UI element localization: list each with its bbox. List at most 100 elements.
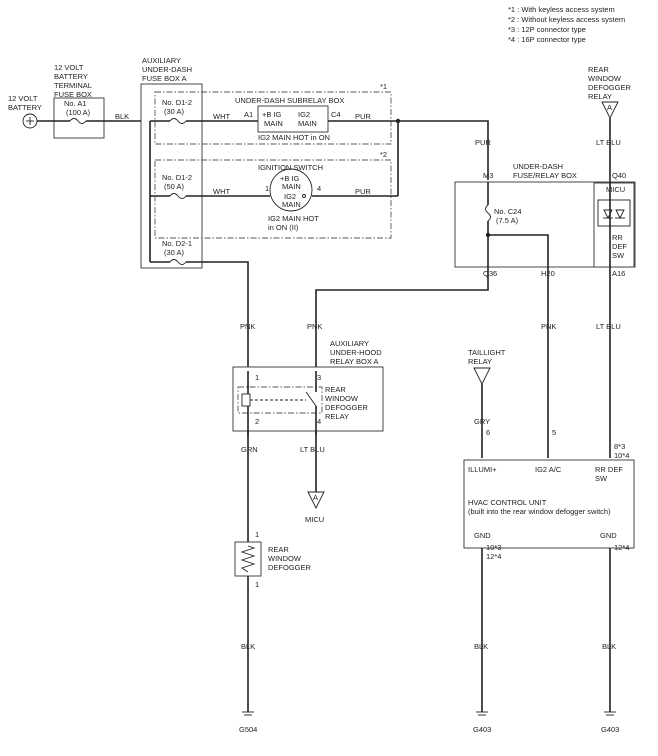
subrelay-relay-box <box>257 105 329 133</box>
ignition-inner-2: MAIN <box>282 182 301 191</box>
adfb-fuse2-rating: (50 A) <box>164 182 185 191</box>
hvac-rrdef-2: SW <box>595 474 608 483</box>
wire-blk-g403b-label: BLK <box>602 642 616 651</box>
hvac-subtitle: (built into the rear window defogger swi… <box>468 507 611 516</box>
hvac-rrdef-1: RR DEF <box>595 465 623 474</box>
tfb-label-2: BATTERY <box>54 72 88 81</box>
micu-connector: A <box>313 493 318 502</box>
defogger-label-2: WINDOW <box>268 554 302 563</box>
rwdr-label-4: RELAY <box>588 92 612 101</box>
relay-switch-icon <box>305 391 317 407</box>
auhr-label-3: RELAY BOX A <box>330 357 379 366</box>
note-1: *1 : With keyless access system <box>508 5 615 14</box>
taillight-relay-icon <box>473 367 491 386</box>
hvac-gnd1-pin-b: 12*4 <box>486 552 501 561</box>
ignition-caption-1: IG2 MAIN HOT <box>268 214 319 223</box>
fuse-icon <box>169 259 187 265</box>
udfr-pin-q40: Q40 <box>612 171 626 180</box>
udfr-fuse-rating: (7.5 A) <box>496 216 519 225</box>
wire-blk-g403a-label: BLK <box>474 642 488 651</box>
udfr-fuse-name: No. C24 <box>494 207 522 216</box>
subrelay-box-border <box>154 91 392 145</box>
subrelay-title: UNDER-DASH SUBRELAY BOX <box>235 96 344 105</box>
udfr-pin-q36: Q36 <box>483 269 497 278</box>
wire-pnk2-label: PNK <box>307 322 322 331</box>
hvac-gnd-1: GND <box>474 531 491 540</box>
wire-pnk-1 <box>186 261 249 371</box>
auhr-label-2: UNDER-HOOD <box>330 348 382 357</box>
hvac-gnd2-pin: 12*4 <box>614 543 629 552</box>
defogger-label-1: REAR <box>268 545 289 554</box>
wire-pur-3 <box>398 120 489 180</box>
udfr-pin-a16: A16 <box>612 269 625 278</box>
auhr-pin-1: 1 <box>255 373 259 382</box>
note-4: *4 : 16P connector type <box>508 35 586 44</box>
wire-lt-blu-mid-label: LT BLU <box>596 322 621 331</box>
terminal-fuse-box: 12 VOLT BATTERY TERMINAL FUSE BOX No. A1… <box>53 63 105 139</box>
note-3: *3 : 12P connector type <box>508 25 586 34</box>
wire-pnk3-label: PNK <box>541 322 556 331</box>
subrelay-relay-left-1: +B IG <box>262 110 282 119</box>
wire-blk-g504-label: BLK <box>241 642 255 651</box>
micu-connector-icon <box>307 491 325 510</box>
subrelay-pin-c4: C4 <box>331 110 341 119</box>
subrelay-relay-right-1: IG2 <box>298 110 310 119</box>
micu-led-box <box>597 199 631 227</box>
ground-g403a-label: G403 <box>473 725 491 734</box>
tfb-label-3: TERMINAL <box>54 81 92 90</box>
battery-label-1: 12 VOLT <box>8 94 38 103</box>
fuse-icon <box>69 118 87 124</box>
auhr-relay-label-2: WINDOW <box>325 394 359 403</box>
udfr-pin-h20: H20 <box>541 269 555 278</box>
wire-grn-label: GRN <box>241 445 258 454</box>
udfr-pin-m3: M3 <box>483 171 493 180</box>
hvac-pin-6: 6 <box>486 428 490 437</box>
wire-pnk1-label: PNK <box>240 322 255 331</box>
adfb-fuse1-name: No. D1-2 <box>162 98 192 107</box>
hvac-illumi: ILLUMI+ <box>468 465 497 474</box>
adfb-box <box>140 83 203 269</box>
hvac-title: HVAC CONTROL UNIT <box>468 498 547 507</box>
micu-def: DEF <box>612 242 627 251</box>
notes-legend: *1 : With keyless access system *2 : Wit… <box>508 5 625 44</box>
battery: 12 VOLT BATTERY <box>8 94 42 129</box>
auhr-relay-label-1: REAR <box>325 385 346 394</box>
fuse-icon <box>169 193 187 199</box>
adfb-label-3: FUSE BOX A <box>142 74 187 83</box>
ignition-inner-4: MAIN <box>282 200 301 209</box>
tfb-box <box>53 97 105 139</box>
subrelay-relay-right-2: MAIN <box>298 119 317 128</box>
wire-blk-label: BLK <box>115 112 129 121</box>
ignition-pin-4: 4 <box>317 184 321 193</box>
defogger-label-3: DEFOGGER <box>268 563 312 572</box>
auhr-pin-3: 3 <box>317 373 321 382</box>
ground-g403b: G403 <box>601 711 619 734</box>
ignition-caption-2: in ON (II) <box>268 223 299 232</box>
rwdr-label-3: DEFOGGER <box>588 83 632 92</box>
fuse-icon <box>169 118 187 124</box>
wire-pur2-label: PUR <box>355 187 371 196</box>
wire-lt-blu-micu-label: LT BLU <box>300 445 325 454</box>
heater-icon <box>240 545 256 573</box>
micu-sw: SW <box>612 251 625 260</box>
battery-label-2: BATTERY <box>8 103 42 112</box>
led-icon <box>615 209 625 220</box>
adfb-fuse3-rating: (30 A) <box>164 248 185 257</box>
adfb-label-1: AUXILIARY <box>142 56 181 65</box>
ignition-mark: *2 <box>380 150 387 159</box>
wire-wht1-label: WHT <box>213 112 230 121</box>
ignition-switch-border <box>154 159 392 239</box>
hvac-pin-8: 8*3 <box>614 442 625 451</box>
ignition-pin-1: 1 <box>265 184 269 193</box>
auhr-relay-label-4: RELAY <box>325 412 349 421</box>
ground-g403a: G403 <box>473 711 491 734</box>
wire-gry-label: GRY <box>474 417 490 426</box>
auhr-relay-label-3: DEFOGGER <box>325 403 369 412</box>
adfb-label-2: UNDER-DASH <box>142 65 192 74</box>
adfb-fuse1-rating: (30 A) <box>164 107 185 116</box>
hvac-pin-5: 5 <box>552 428 556 437</box>
wire-pur3-label: PUR <box>475 138 491 147</box>
subrelay-pin-a1: A1 <box>244 110 253 119</box>
micu-connector-label: MICU <box>305 515 324 524</box>
